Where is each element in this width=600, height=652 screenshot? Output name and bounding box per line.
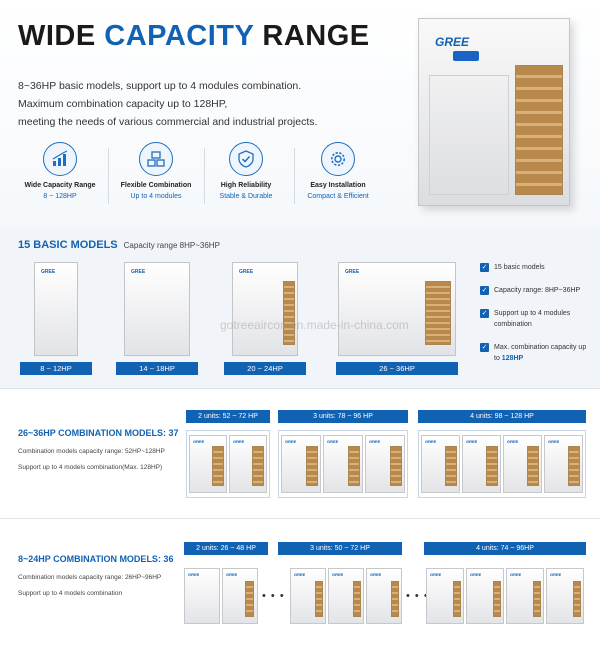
unit-image: GREE xyxy=(421,435,460,493)
combo-26-36-desc-1: Combination models capacity range: 52HP~… xyxy=(18,448,165,455)
brand-logo: GREE xyxy=(131,269,146,275)
feature-installation: Easy Installation Compact & Efficient xyxy=(292,142,384,200)
unit-image-26-36hp: GREE xyxy=(338,262,456,356)
checkbox-icon: ✓ xyxy=(480,343,489,352)
group-label-3-units: 3 units: 78 ~ 96 HP xyxy=(278,410,408,423)
check-item: ✓15 basic models xyxy=(480,263,545,272)
divider xyxy=(294,148,295,204)
group-label-2-units: 2 units: 52 ~ 72 HP xyxy=(186,410,270,423)
feature-title: Easy Installation xyxy=(310,182,366,189)
unit-image-14-18hp: GREE xyxy=(124,262,190,356)
combo-group-2-units: GREE GREE xyxy=(184,568,260,628)
feature-sub: Compact & Efficient xyxy=(307,193,369,200)
feature-title: Flexible Combination xyxy=(120,182,192,189)
watermark: gotreeaircon.en.made-in-china.com xyxy=(220,318,409,332)
feature-sub: 8 ~ 128HP xyxy=(43,193,77,200)
combo-group-3-units: GREE GREE GREE xyxy=(278,430,408,498)
unit-image: GREE xyxy=(503,435,542,493)
check-item: ✓Max. combination capacity up to 128HP xyxy=(480,343,587,362)
unit-image: GREE xyxy=(466,568,504,624)
combo-group-3-units: GREE GREE GREE xyxy=(290,568,404,628)
brand-logo: GREE xyxy=(345,269,360,275)
intro-line-1: 8~36HP basic models, support up to 4 mod… xyxy=(18,80,302,92)
combo-8-24-title: 8~24HP COMBINATION MODELS: 36 xyxy=(18,554,174,564)
combo-26-36-desc-2: Support up to 4 models combination(Max. … xyxy=(18,464,163,471)
hero-outdoor-unit-image: GREE xyxy=(418,18,570,206)
range-label-14-18hp: 14 ~ 18HP xyxy=(116,362,198,375)
check-item: ✓Capacity range: 8HP~36HP xyxy=(480,286,581,295)
check-item: ✓Support up to 4 modules combination xyxy=(480,309,571,328)
divider xyxy=(204,148,205,204)
unit-image: GREE xyxy=(366,568,402,624)
unit-image: GREE xyxy=(462,435,501,493)
range-label-20-24hp: 20 ~ 24HP xyxy=(224,362,306,375)
unit-image: GREE xyxy=(184,568,220,624)
unit-image: GREE xyxy=(365,435,405,493)
combo-26-36-title: 26~36HP COMBINATION MODELS: 37 xyxy=(18,428,179,438)
basic-models-section xyxy=(0,228,600,388)
unit-image: GREE xyxy=(189,435,227,493)
combo-group-4-units: GREE GREE GREE GREE xyxy=(426,568,588,628)
divider xyxy=(0,518,600,519)
unit-image: GREE xyxy=(426,568,464,624)
group-label-4-units: 4 units: 98 ~ 128 HP xyxy=(418,410,586,423)
gear-icon xyxy=(321,142,355,176)
unit-image-8-12hp: GREE xyxy=(34,262,78,356)
modules-icon xyxy=(139,142,173,176)
page-title: WIDE CAPACITY RANGE xyxy=(18,20,370,52)
unit-image-20-24hp: GREE xyxy=(232,262,298,356)
unit-image: GREE xyxy=(281,435,321,493)
intro-line-3: meeting the needs of various commercial … xyxy=(18,116,318,128)
unit-image: GREE xyxy=(222,568,258,624)
unit-image: GREE xyxy=(546,568,584,624)
unit-image: GREE xyxy=(323,435,363,493)
checkbox-icon: ✓ xyxy=(480,309,489,318)
feature-sub: Stable & Durable xyxy=(219,193,273,200)
brand-logo: GREE xyxy=(41,269,56,275)
feature-title: High Reliability xyxy=(220,182,272,189)
feature-flexible: Flexible Combination Up to 4 modules xyxy=(110,142,202,200)
ellipsis: • • • xyxy=(262,590,285,602)
unit-image: GREE xyxy=(229,435,267,493)
brand-logo: GREE xyxy=(239,269,254,275)
unit-image: GREE xyxy=(506,568,544,624)
ellipsis: • • • xyxy=(406,590,429,602)
range-label-26-36hp: 26 ~ 36HP xyxy=(336,362,458,375)
unit-image: GREE xyxy=(290,568,326,624)
group-label-4-units: 4 units: 74 ~ 96HP xyxy=(424,542,586,555)
group-label-3-units: 3 units: 50 ~ 72 HP xyxy=(278,542,402,555)
feature-wide-capacity: Wide Capacity Range 8 ~ 128HP xyxy=(14,142,106,200)
unit-grill xyxy=(425,281,451,345)
checkbox-icon: ✓ xyxy=(480,286,489,295)
combo-group-4-units: GREE GREE GREE GREE xyxy=(418,430,586,498)
brand-logo: GREE xyxy=(435,35,470,49)
feature-title: Wide Capacity Range xyxy=(24,182,96,189)
chart-icon xyxy=(43,142,77,176)
unit-grill xyxy=(515,65,563,195)
range-label-8-12hp: 8 ~ 12HP xyxy=(20,362,92,375)
divider xyxy=(108,148,109,204)
basic-models-checklist: ✓15 basic models ✓Capacity range: 8HP~36… xyxy=(480,262,592,376)
divider xyxy=(0,388,600,389)
feature-sub: Up to 4 modules xyxy=(130,193,182,200)
shield-icon xyxy=(229,142,263,176)
unit-image: GREE xyxy=(544,435,583,493)
unit-grill xyxy=(283,281,295,345)
unit-panel xyxy=(429,75,509,195)
feature-reliability: High Reliability Stable & Durable xyxy=(200,142,292,200)
group-label-2-units: 2 units: 26 ~ 48 HP xyxy=(184,542,268,555)
combo-8-24-desc-1: Combination models capacity range: 26HP~… xyxy=(18,574,162,581)
model-badge xyxy=(453,51,479,61)
checkbox-icon: ✓ xyxy=(480,263,489,272)
combo-8-24-desc-2: Support up to 4 models combination xyxy=(18,590,123,597)
basic-models-subtitle: Capacity range 8HP~36HP xyxy=(123,241,220,250)
intro-line-2: Maximum combination capacity up to 128HP… xyxy=(18,98,228,110)
combo-group-2-units: GREE GREE xyxy=(186,430,270,498)
unit-image: GREE xyxy=(328,568,364,624)
